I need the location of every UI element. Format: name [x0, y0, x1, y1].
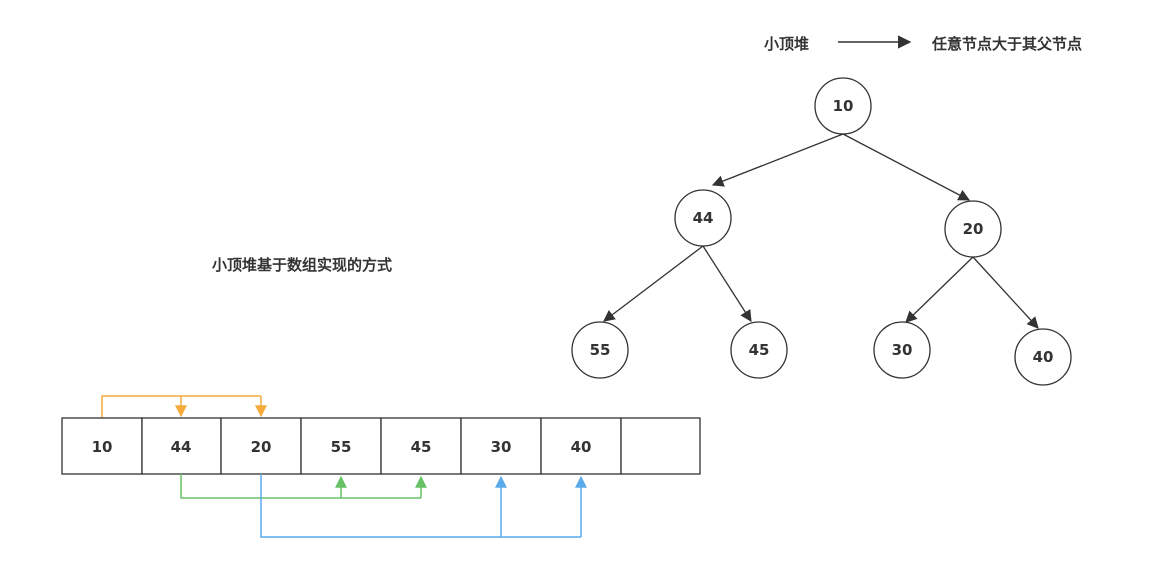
tree-node-55: 55	[571, 321, 629, 379]
orange-connectors	[101, 395, 267, 418]
array-cell-6: 40	[540, 417, 622, 475]
array-title: 小顶堆基于数组实现的方式	[212, 256, 392, 274]
array-cell-3: 55	[300, 417, 382, 475]
node-label: 20	[963, 220, 984, 238]
green-connectors	[180, 474, 427, 499]
cell-value: 30	[491, 438, 512, 456]
node-label: 30	[892, 341, 913, 359]
cell-value: 55	[331, 438, 352, 456]
tree-node-44: 44	[674, 189, 732, 247]
node-label: 45	[749, 341, 770, 359]
array-cell-2: 20	[220, 417, 302, 475]
cell-value: 40	[571, 438, 592, 456]
edge-20-30	[905, 256, 974, 323]
node-label: 55	[590, 341, 611, 359]
array-row: 10 44 20 55 45 30 40	[61, 417, 701, 475]
orange-bracket	[101, 395, 261, 418]
array-cell-0: 10	[61, 417, 143, 475]
blue-connectors	[260, 474, 587, 538]
node-label: 10	[833, 97, 854, 115]
array-cell-5: 30	[460, 417, 542, 475]
tree-edges	[603, 133, 1039, 329]
array-cell-1: 44	[141, 417, 222, 475]
blue-bracket	[260, 474, 581, 538]
green-bracket	[180, 474, 421, 499]
node-label: 44	[693, 209, 714, 227]
edge-44-45	[702, 245, 752, 322]
array-cell-4: 45	[380, 417, 462, 475]
cell-value: 10	[92, 438, 113, 456]
legend-definition: 任意节点大于其父节点	[931, 35, 1082, 53]
tree-node-45: 45	[730, 321, 788, 379]
cell-value: 44	[171, 438, 192, 456]
tree-node-20: 20	[944, 200, 1002, 258]
node-label: 40	[1033, 348, 1054, 366]
cell-value: 20	[251, 438, 272, 456]
tree-node-40: 40	[1014, 328, 1072, 386]
tree-node-root: 10	[814, 77, 872, 135]
edge-10-20	[842, 133, 971, 201]
array-cell-7	[620, 417, 701, 475]
edge-10-44	[711, 133, 844, 187]
legend-term: 小顶堆	[764, 35, 809, 53]
edge-20-40	[972, 256, 1039, 329]
tree-node-30: 30	[873, 321, 931, 379]
edge-44-55	[603, 245, 704, 322]
cell-value: 45	[411, 438, 432, 456]
